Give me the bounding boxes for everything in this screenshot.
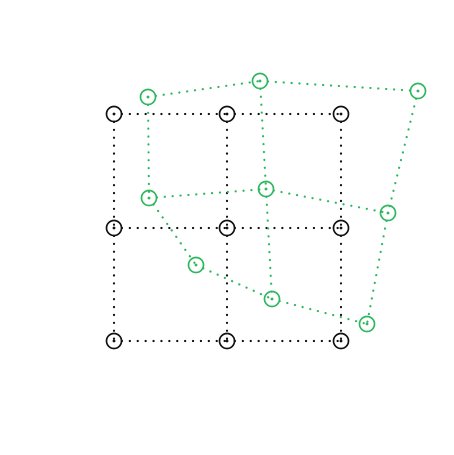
reference-node-r2-c0 — [105, 332, 123, 350]
deformed-node-center-r0-c1 — [258, 79, 262, 83]
deformed-edge-h-r2-c1 — [270, 297, 369, 326]
reference-node-r1-c0 — [105, 219, 123, 237]
deformed-node-center-r2-c1 — [270, 297, 274, 301]
reference-node-r2-c1 — [218, 332, 236, 350]
deformed-node-r0-c0 — [139, 88, 157, 106]
reference-node-r0-c0 — [105, 105, 123, 123]
deformed-edge-v-r1-c2 — [365, 211, 390, 326]
reference-node-r2-c2 — [332, 332, 350, 350]
deformed-node-r1-c0 — [140, 189, 158, 207]
deformed-node-r0-c2 — [409, 82, 427, 100]
reference-node-center-r1-c1 — [225, 226, 229, 230]
reference-grid — [105, 105, 350, 350]
reference-node-r0-c1 — [218, 105, 236, 123]
reference-node-r1-c1 — [218, 219, 236, 237]
deformed-node-center-r1-c0 — [147, 196, 151, 200]
deformed-node-r1-c2 — [379, 204, 397, 222]
reference-node-center-r2-c0 — [112, 339, 116, 343]
deformed-node-r0-c1 — [251, 72, 269, 90]
reference-node-center-r0-c1 — [225, 112, 229, 116]
deformed-edge-h-r0-c0 — [146, 79, 262, 99]
reference-node-center-r1-c2 — [339, 226, 343, 230]
reference-node-center-r2-c2 — [339, 339, 343, 343]
reference-node-center-r0-c2 — [339, 112, 343, 116]
deformed-edge-h-r0-c1 — [258, 79, 420, 93]
deformed-node-r2-c2 — [358, 315, 376, 333]
deformed-edge-v-r0-c0 — [146, 95, 151, 200]
deformed-node-center-r2-c0 — [194, 263, 198, 267]
deformed-edge-h-r1-c1 — [264, 187, 390, 215]
deformed-node-center-r1-c2 — [386, 211, 390, 215]
reference-node-center-r2-c1 — [225, 339, 229, 343]
reference-node-center-r0-c0 — [112, 112, 116, 116]
reference-node-r0-c2 — [332, 105, 350, 123]
deformed-node-r1-c1 — [257, 180, 275, 198]
reference-node-r1-c2 — [332, 219, 350, 237]
deformed-edge-v-r0-c2 — [386, 89, 420, 215]
reference-node-center-r1-c0 — [112, 226, 116, 230]
deformed-node-r2-c0 — [187, 256, 205, 274]
deformed-node-center-r0-c0 — [146, 95, 150, 99]
deformed-node-center-r1-c1 — [264, 187, 268, 191]
deformed-node-center-r0-c2 — [416, 89, 420, 93]
deformed-grid — [139, 72, 427, 333]
deformed-node-center-r2-c2 — [365, 322, 369, 326]
deformed-node-r2-c1 — [263, 290, 281, 308]
deformed-edge-v-r1-c1 — [264, 187, 274, 301]
